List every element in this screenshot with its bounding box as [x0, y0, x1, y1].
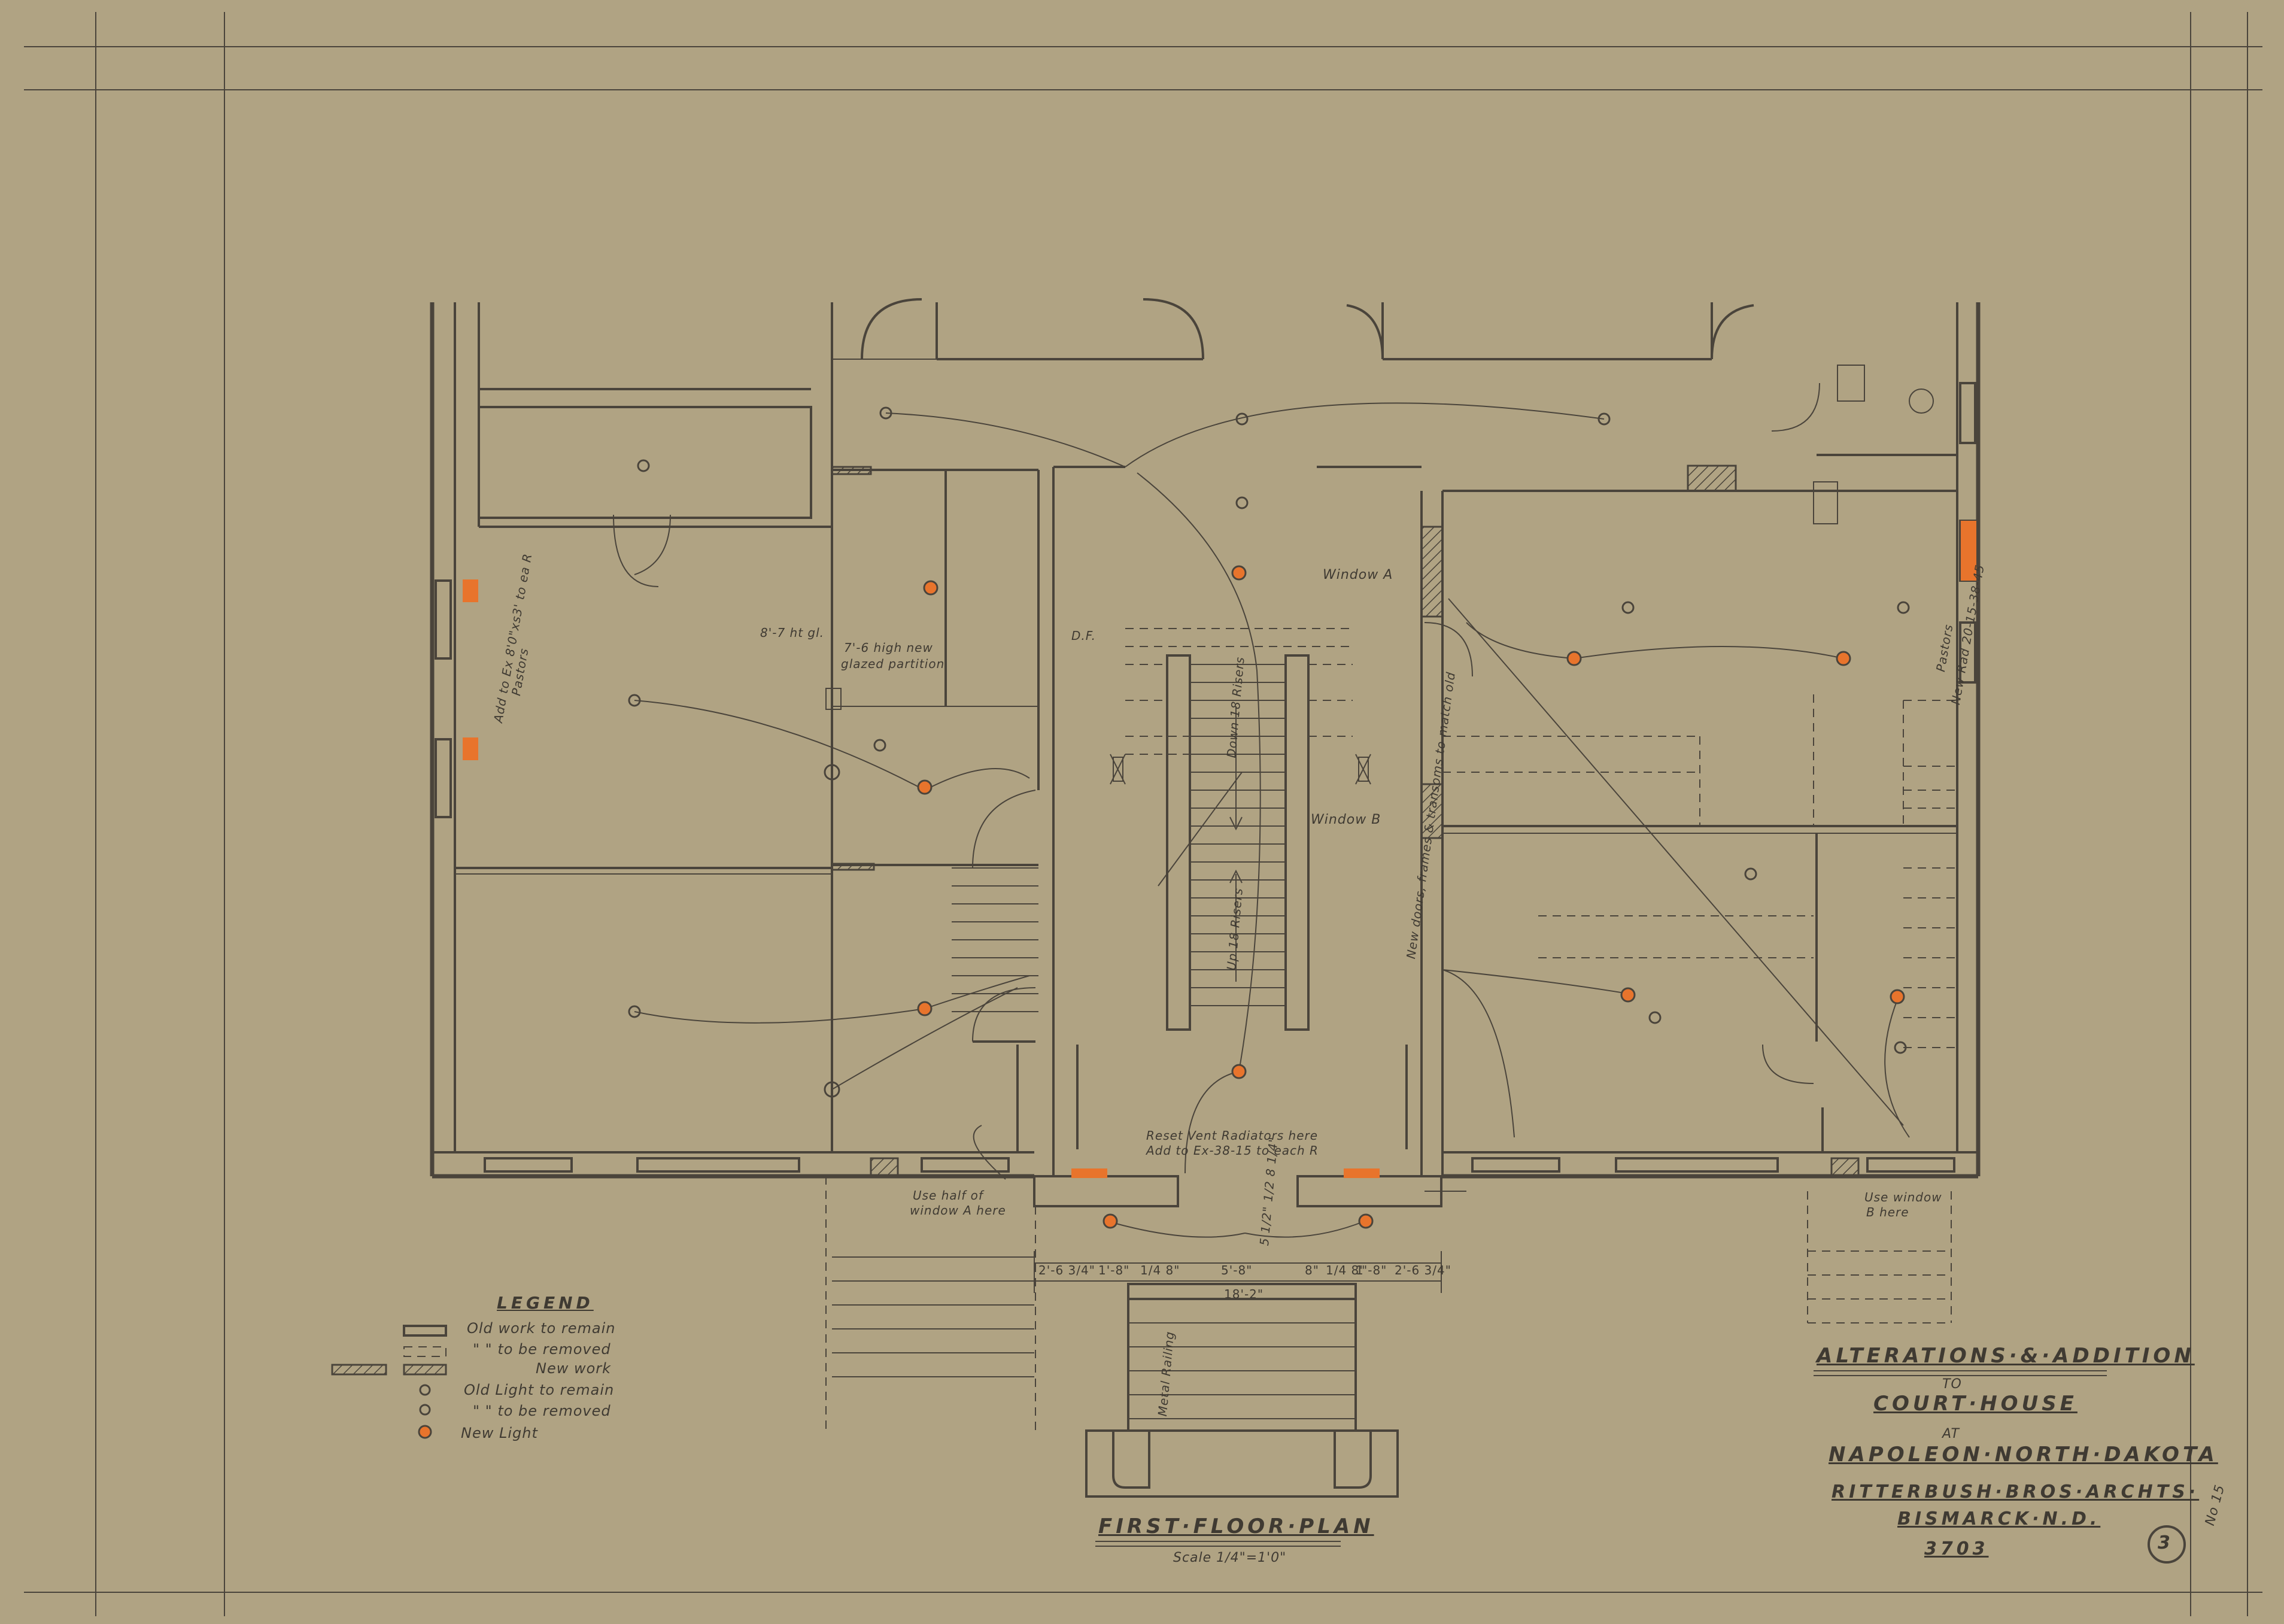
window-a-label: Window A — [1323, 567, 1393, 582]
new-light-symbol — [1358, 1213, 1374, 1229]
dimension-label: 1/4 8" — [1140, 1263, 1180, 1277]
title-block-line8: 3703 — [1924, 1538, 1989, 1559]
old-light-symbol — [1897, 601, 1910, 614]
sheet-number: 3 — [2158, 1532, 2174, 1553]
title-block-line4: AT — [1942, 1426, 1960, 1441]
dimension-label: 1'-8" — [1098, 1263, 1130, 1277]
dimension-label: 8" — [1305, 1263, 1319, 1277]
right-dashed-partitions — [1442, 694, 1957, 1048]
reset-vent-note: Reset Vent Radiators here — [1146, 1128, 1319, 1143]
new-light-symbol — [917, 779, 933, 795]
central-stair-treads — [1191, 664, 1286, 1006]
use-half-note: Use half of — [913, 1188, 983, 1203]
old-light-symbol — [1894, 1041, 1907, 1054]
old-light-symbol — [1648, 1011, 1662, 1024]
window-b-label: Window B — [1311, 812, 1381, 827]
old-light-symbol — [824, 764, 840, 781]
old-light-symbol — [628, 1005, 641, 1018]
legend-symbols — [331, 1325, 447, 1439]
sheet-border — [24, 12, 2262, 1616]
old-light-symbol — [1235, 496, 1249, 509]
old-light-symbol — [1235, 412, 1249, 426]
new-light-symbol — [1566, 651, 1582, 666]
use-half-note-2: window A here — [910, 1203, 1006, 1218]
drinking-fountain-label: D.F. — [1071, 629, 1097, 643]
dimension-total: 18'-2" — [1224, 1287, 1264, 1301]
dimension-label: 2'-6 3/4" — [1395, 1263, 1451, 1277]
title-block-line2: TO — [1942, 1377, 1962, 1392]
entrance — [825, 1168, 1952, 1498]
new-light-symbol — [923, 580, 938, 596]
legend-item: New Light — [461, 1425, 538, 1441]
dimension-label: 2'-6 3/4" — [1038, 1263, 1095, 1277]
old-light-symbol — [824, 1081, 840, 1098]
new-light-symbol — [1231, 565, 1247, 581]
title-block-line3: COURT·HOUSE — [1873, 1392, 2078, 1416]
title-block-line6: RITTERBUSH·BROS·ARCHTS· — [1832, 1482, 2200, 1502]
glazed-partition-note: 7'-6 high new — [844, 641, 933, 655]
title-block-line5: NAPOLEON·NORTH·DAKOTA — [1829, 1443, 2218, 1467]
windows — [435, 382, 1976, 1177]
drawing-scale: Scale 1/4"=1'0" — [1173, 1550, 1287, 1565]
dimension-label: 5'-8" — [1221, 1263, 1253, 1277]
outer-walls — [430, 302, 1981, 1179]
new-light-symbol — [917, 1001, 933, 1016]
new-light-symbol — [1231, 1064, 1247, 1079]
use-window-note: Use window — [1864, 1190, 1942, 1204]
reset-vent-note-2: Add to Ex-38-15 to each R — [1146, 1143, 1319, 1158]
upper-stair-dashed — [1125, 628, 1353, 755]
legend-item: " " to be removed — [473, 1341, 611, 1358]
old-lights — [628, 406, 1910, 1098]
use-window-note-2: B here — [1866, 1205, 1909, 1219]
ceiling-height-note: 8'-7 ht gl. — [760, 626, 825, 640]
old-light-symbol — [637, 459, 650, 472]
old-light-symbol — [1621, 601, 1635, 614]
legend-item: Old work to remain — [467, 1320, 616, 1337]
old-light-symbol — [628, 694, 641, 707]
old-light-symbol — [1597, 412, 1611, 426]
circuit-lines — [634, 402, 1910, 1238]
new-light-symbol — [1836, 651, 1851, 666]
glazed-partition-note-2: glazed partition — [841, 657, 945, 671]
new-lights — [917, 565, 1905, 1229]
new-light-symbol — [1102, 1213, 1118, 1229]
dimension-label: 1'-8" — [1356, 1263, 1387, 1277]
old-light-symbol — [1744, 867, 1757, 881]
drawing-title: FIRST·FLOOR·PLAN — [1098, 1514, 1374, 1538]
old-light-symbol — [879, 406, 892, 420]
dimension-label: 1/4 8" — [1326, 1263, 1366, 1277]
left-rooms — [455, 298, 1754, 1152]
title-block-line1: ALTERATIONS·&·ADDITION — [1817, 1344, 2195, 1368]
right-rooms — [831, 365, 1957, 1176]
legend-item: New work — [536, 1360, 612, 1377]
new-light-symbol — [1620, 987, 1636, 1003]
legend-item: Old Light to remain — [464, 1382, 615, 1398]
title-block-line7: BISMARCK·N.D. — [1897, 1508, 2101, 1529]
title-underlines — [1095, 1370, 2186, 1564]
legend-item: " " to be removed — [473, 1403, 611, 1419]
legend-heading: LEGEND — [497, 1293, 594, 1313]
old-light-symbol — [873, 739, 886, 752]
new-light-symbol — [1890, 989, 1905, 1004]
left-stair — [952, 790, 1038, 1042]
